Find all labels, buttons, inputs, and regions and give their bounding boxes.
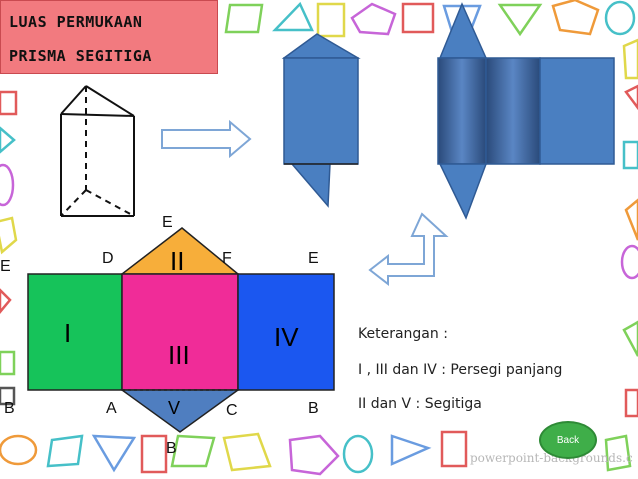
label-f: F: [222, 250, 232, 267]
label-face-iii: III: [168, 340, 190, 370]
arrow-right-icon: [161, 119, 252, 159]
deco-right-triangle-2-icon: [624, 198, 638, 241]
label-a: A: [106, 400, 117, 417]
deco-bottom-quad-icon: [46, 434, 84, 468]
deco-bottom-quad-2-icon: [170, 434, 216, 468]
legend-line-2: II dan V : Segitiga: [358, 396, 482, 412]
deco-bottom-quad-4-icon: [604, 434, 632, 472]
label-right-b: B: [308, 400, 319, 417]
title-line-1: LUAS PERMUKAAN: [9, 13, 143, 31]
deco-right-rect-icon: [622, 140, 638, 170]
deco-left-pentagon-icon: [0, 216, 18, 255]
deco-right-triangle-3-icon: [622, 320, 638, 357]
deco-square-icon: [401, 2, 435, 34]
deco-bottom-pentagon-icon: [288, 434, 340, 476]
deco-right-ellipse-icon: [620, 244, 638, 280]
deco-triangle-icon: [272, 1, 314, 32]
label-face-ii: II: [170, 246, 185, 276]
back-button[interactable]: Back: [539, 421, 597, 459]
title-line-2: PRISMA SEGITIGA: [9, 47, 152, 65]
label-d: D: [102, 250, 114, 267]
face-v-shape: [119, 389, 241, 433]
prism-net: [27, 227, 335, 433]
deco-right-rect-2-icon: [624, 388, 638, 418]
deco-parallelogram-icon: [224, 3, 264, 34]
deco-bottom-ellipse-2-icon: [342, 434, 374, 474]
deco-bottom-quad-3-icon: [222, 432, 272, 472]
face-iii-shape: [121, 273, 239, 391]
unfolding-prism-2: [437, 2, 615, 220]
deco-left-ellipse-icon: [0, 163, 15, 207]
deco-left-rect-2-icon: [0, 350, 16, 376]
unfolding-prism-1: [281, 33, 361, 208]
deco-triangle-down-icon: [497, 3, 543, 37]
deco-left-triangle-2-icon: [0, 288, 12, 314]
deco-bottom-ellipse-icon: [0, 434, 38, 466]
deco-pentagon-2-icon: [551, 0, 600, 36]
deco-left-triangle-icon: [0, 126, 16, 154]
deco-left-rect-icon: [0, 90, 18, 116]
deco-pentagon-icon: [350, 2, 397, 36]
deco-rectangle-icon: [316, 2, 346, 38]
label-c: C: [226, 402, 238, 419]
legend-heading: Keterangan :: [358, 326, 448, 342]
deco-bottom-triangle-2-icon: [390, 434, 432, 466]
bent-arrow-icon: [368, 212, 449, 287]
deco-left-rect-3-icon: [0, 386, 16, 406]
deco-right-triangle-icon: [624, 84, 638, 111]
wireframe-prism: [60, 85, 135, 217]
label-left-e: E: [0, 258, 11, 275]
deco-ellipse-icon: [604, 0, 636, 36]
face-i-shape: [27, 273, 123, 391]
title-box: LUAS PERMUKAAN PRISMA SEGITIGA: [0, 0, 218, 74]
deco-bottom-triangle-icon: [91, 434, 137, 473]
deco-right-shape-icon: [622, 38, 638, 80]
legend-line-1: I , III dan IV : Persegi panjang: [358, 362, 563, 378]
label-face-i: I: [64, 318, 72, 348]
watermark-text: powerpoint-backgrounds.c: [470, 451, 633, 465]
label-face-iv: IV: [274, 322, 299, 352]
label-face-v: V: [168, 398, 181, 418]
label-right-e: E: [308, 250, 319, 267]
label-left-b: B: [4, 400, 15, 417]
face-iv-shape: [237, 273, 335, 391]
deco-bottom-rect-icon: [140, 434, 168, 474]
label-bottom-b: B: [166, 440, 177, 457]
label-top-e: E: [162, 214, 173, 231]
deco-bottom-rect-2-icon: [440, 430, 468, 468]
